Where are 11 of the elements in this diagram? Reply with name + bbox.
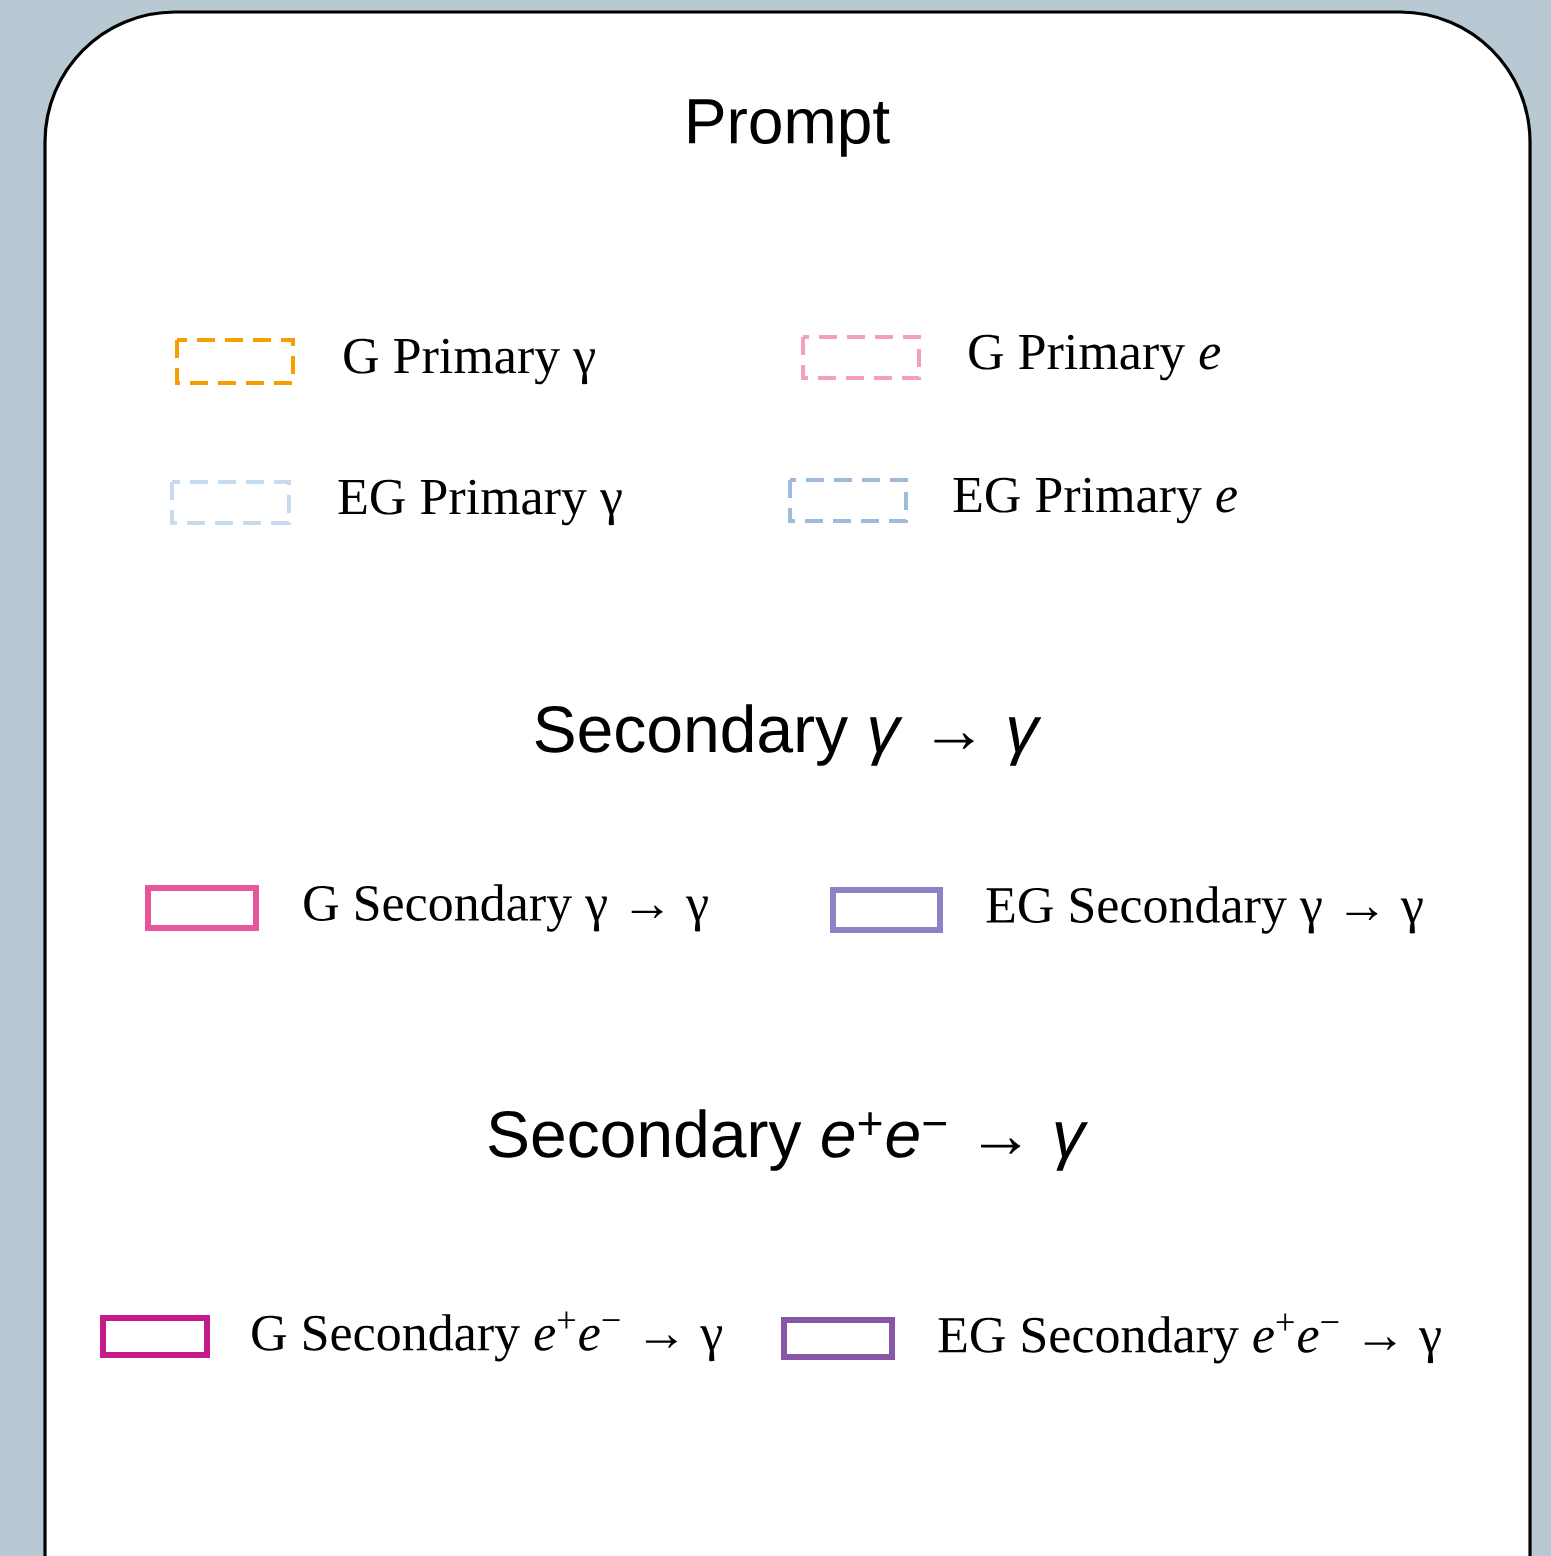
legend-label: EG Secondary e$^{+}$e$^{−}$ → γ <box>938 1313 1441 1364</box>
legend-label: G Primary γ <box>344 338 595 385</box>
legend-label: G Secondary γ → γ <box>304 884 708 932</box>
legend-label: EG Secondary γ → γ <box>986 886 1423 934</box>
title: Prompt <box>689 99 890 157</box>
legend-label: EG Primary γ <box>338 479 622 526</box>
section-heading: Secondary γ → γ <box>535 704 1042 766</box>
section-heading: Secondary e$^{+}$e$^{−}$ → γ <box>489 1109 1089 1171</box>
legend-label: G Secondary e$^{+}$e$^{−}$ → γ <box>252 1311 723 1362</box>
legend-label: G Primary e <box>969 334 1221 381</box>
legend-label: EG Primary e <box>953 477 1237 524</box>
